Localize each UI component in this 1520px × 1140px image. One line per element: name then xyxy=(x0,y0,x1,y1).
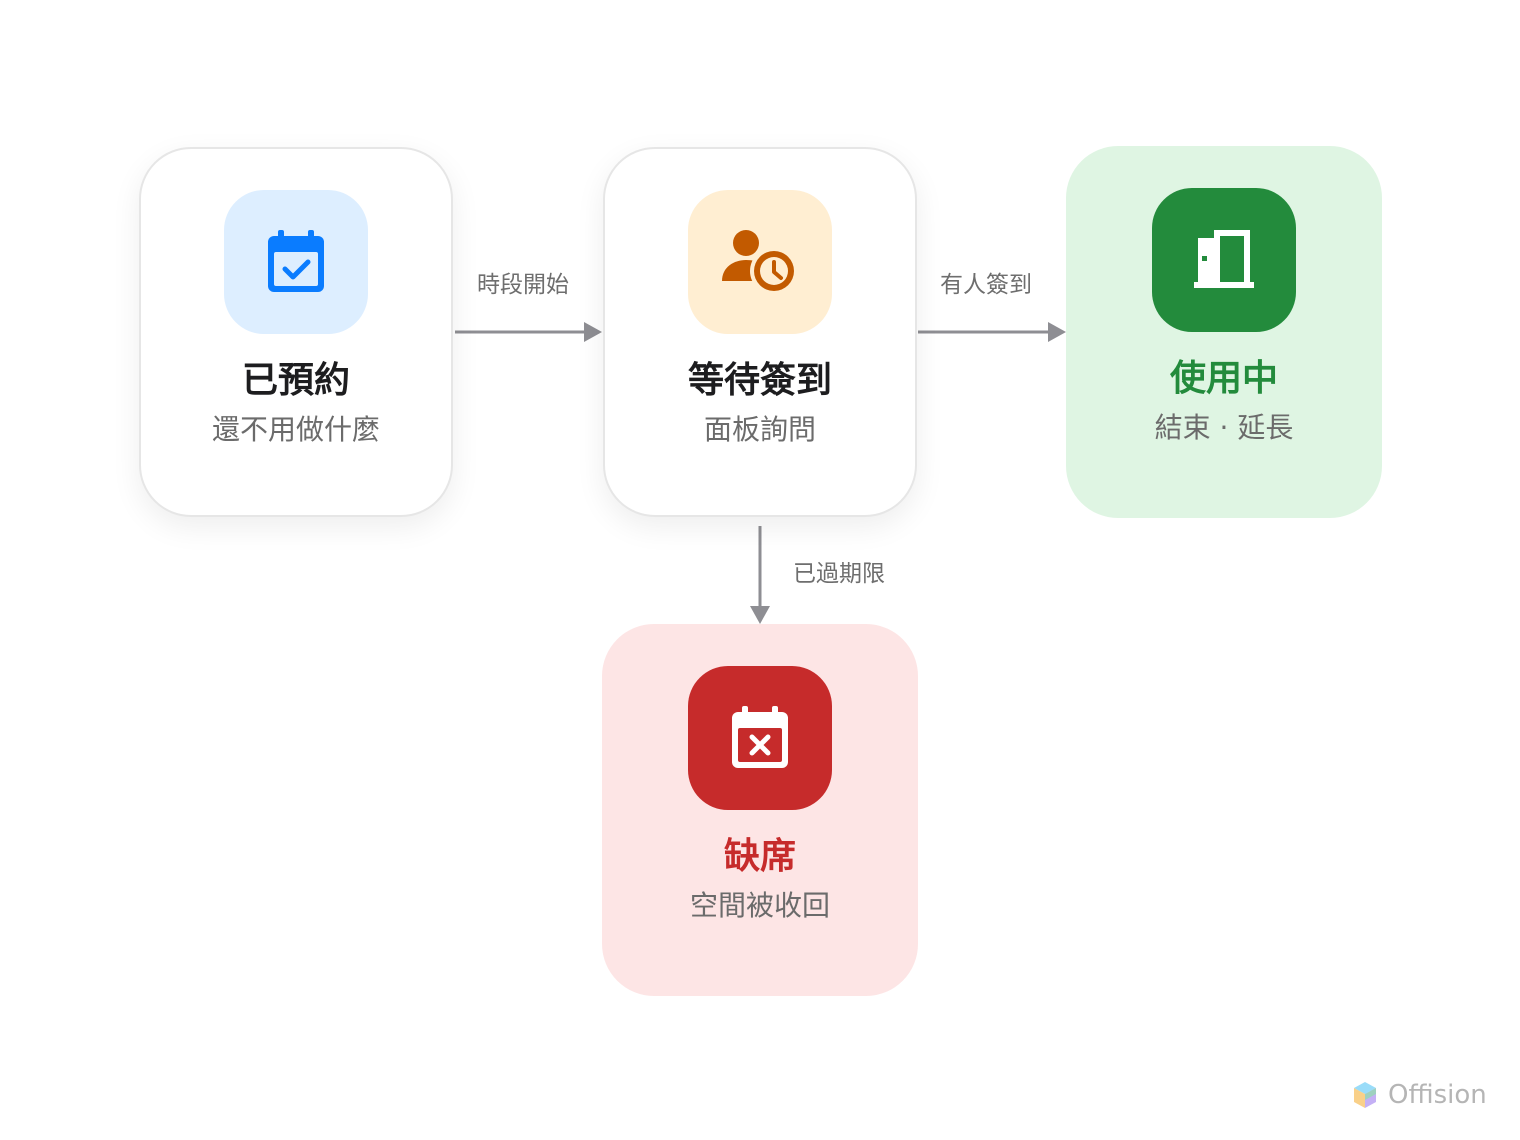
calendar-check-icon xyxy=(268,230,324,292)
state-subtitle-no-show: 空間被收回 xyxy=(689,889,830,922)
state-card-reserved: 已預約 還不用做什麼 xyxy=(139,147,453,517)
state-card-in-use: 使用中 結束 · 延長 xyxy=(1066,146,1382,518)
state-subtitle-reserved: 還不用做什麼 xyxy=(211,413,380,446)
pending-icon-tile xyxy=(688,190,832,334)
state-subtitle-pending: 面板詢問 xyxy=(703,413,816,446)
arrow-expired xyxy=(750,526,770,624)
state-title-pending: 等待簽到 xyxy=(687,360,832,401)
arrow-checked-in xyxy=(918,322,1066,342)
state-card-pending: 等待簽到 面板詢問 xyxy=(603,147,917,517)
calendar-x-icon xyxy=(732,706,788,768)
state-subtitle-in-use: 結束 · 延長 xyxy=(1154,411,1294,444)
arrow-slot-start xyxy=(455,322,602,342)
door-open-icon xyxy=(1194,230,1254,288)
brand-watermark: Offision xyxy=(1352,1080,1487,1110)
label-checked-in: 有人簽到 xyxy=(940,272,1032,298)
state-title-reserved: 已預約 xyxy=(241,360,350,401)
state-title-in-use: 使用中 xyxy=(1169,358,1278,399)
no-show-icon-tile xyxy=(688,666,832,810)
offision-logo-icon xyxy=(1354,1082,1376,1108)
label-slot-start: 時段開始 xyxy=(477,272,569,298)
person-clock-icon xyxy=(722,230,798,295)
label-expired: 已過期限 xyxy=(793,561,885,587)
in-use-icon-tile xyxy=(1152,188,1296,332)
state-title-no-show: 缺席 xyxy=(723,836,796,877)
brand-name: Offision xyxy=(1388,1080,1487,1110)
reserved-icon-tile xyxy=(224,190,368,334)
state-card-no-show: 缺席 空間被收回 xyxy=(602,624,918,996)
